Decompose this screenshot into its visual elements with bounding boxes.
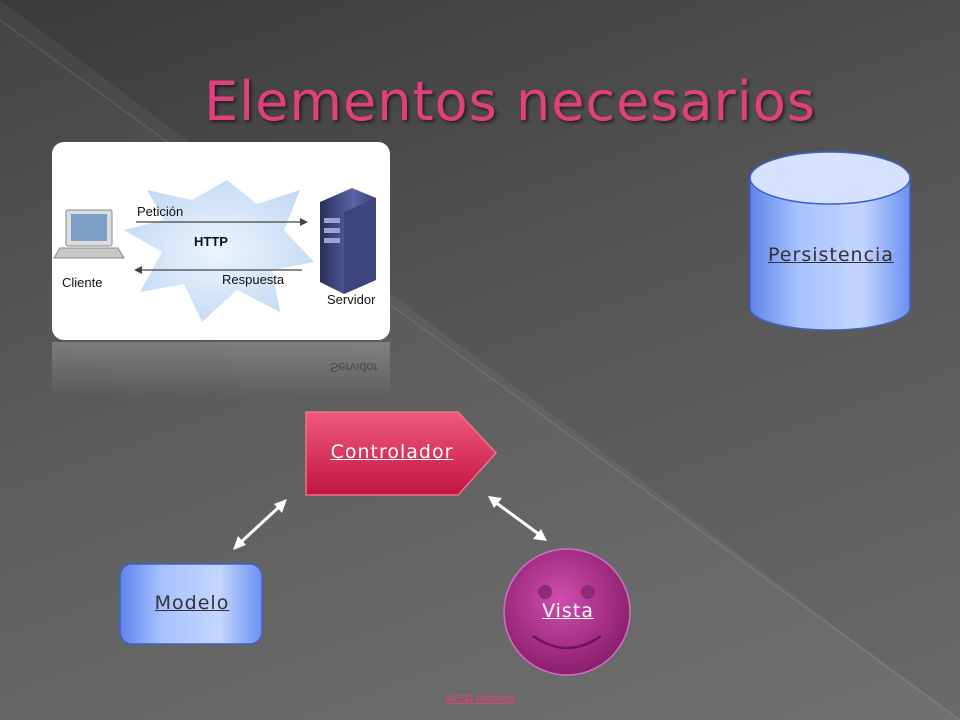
persistencia-label[interactable]: Persistencia <box>768 244 894 266</box>
response-label: Respuesta <box>222 272 285 287</box>
modelo-label[interactable]: Modelo <box>154 592 230 614</box>
persistencia-cylinder[interactable] <box>749 151 911 331</box>
vista-smiley-icon[interactable] <box>503 548 631 676</box>
laptop-icon <box>53 209 125 259</box>
http-diagram-reflection: Servidor <box>52 342 390 397</box>
protocol-label: HTTP <box>194 234 228 249</box>
server-label: Servidor <box>327 292 376 307</box>
network-cloud <box>124 180 314 322</box>
http-diagram-graphics <box>53 180 376 322</box>
footer-link[interactable]: M²SD Arbórea <box>445 693 515 705</box>
modelo-shape[interactable] <box>119 563 263 645</box>
server-icon <box>320 188 376 294</box>
page-title: Elementos necesarios <box>204 70 816 133</box>
controlador-vista-arrow <box>488 496 547 541</box>
vista-label[interactable]: Vista <box>542 600 594 622</box>
request-label: Petición <box>137 204 184 219</box>
controlador-label[interactable]: Controlador <box>330 441 454 463</box>
client-label: Cliente <box>62 275 103 290</box>
controlador-shape[interactable] <box>305 411 498 496</box>
http-diagram: Petición HTTP Respuesta Cliente Servidor <box>52 142 390 340</box>
modelo-controlador-arrow <box>233 499 287 550</box>
